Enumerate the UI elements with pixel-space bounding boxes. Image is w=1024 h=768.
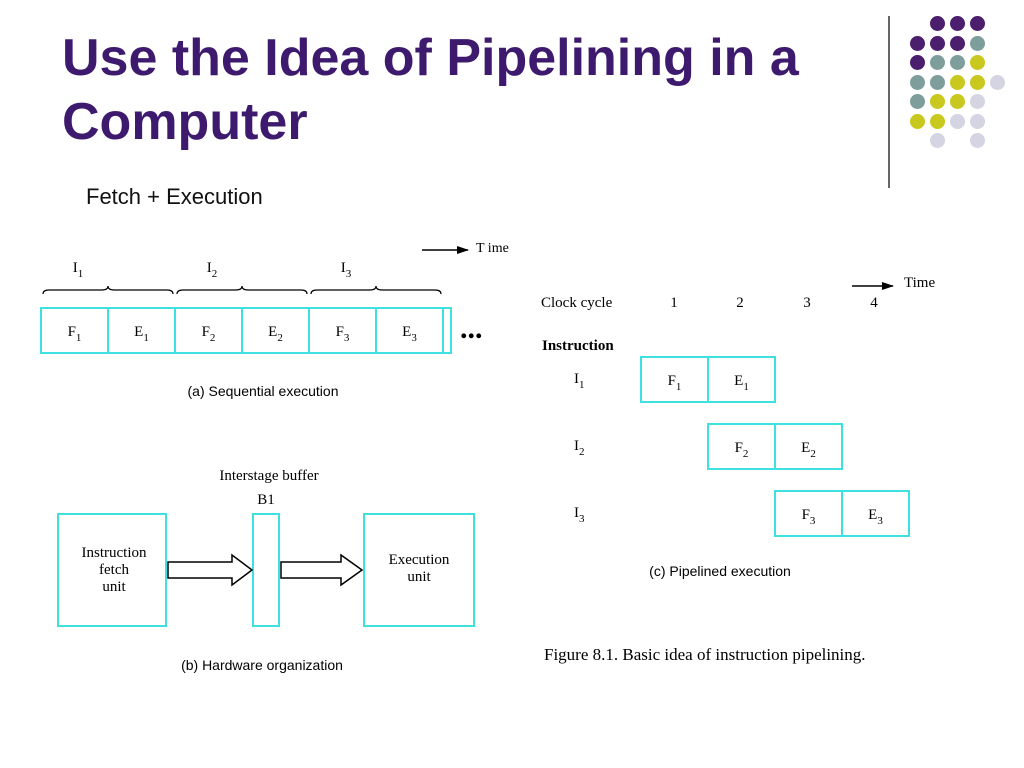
caption-hardware: (b) Hardware organization [181,657,343,673]
sequential-cell-label: E3 [402,324,417,344]
sequential-strip [40,307,452,354]
decorative-dot [950,74,965,90]
continuation-dots: ... [460,312,483,345]
decorative-dot [930,16,945,31]
sequential-instruction-label: I3 [341,260,352,280]
sequential-instruction-label: I1 [73,260,84,280]
pipeline-row: I2 F2 E2 [574,423,843,470]
fetch-unit-label: unit [102,579,126,595]
pipeline-stage-box [707,356,776,403]
title-divider [888,16,890,188]
interstage-buffer-label: Interstage buffer [219,468,318,484]
clock-cycle-number: 3 [803,295,811,311]
decorative-dot [910,55,925,70]
fetch-unit-label: Instruction [82,545,147,561]
decorative-dot [970,133,985,148]
decorative-dot [970,94,985,109]
sequential-cell-label: F3 [336,324,350,344]
sequential-cell-label: F1 [68,324,82,344]
sequential-cell-label: F2 [202,324,216,344]
sequential-cell-label: E2 [268,324,283,344]
decorative-dot [950,16,965,31]
decorative-dot [910,35,925,51]
caption-sequential: (a) Sequential execution [188,383,339,399]
clock-cycle-number: 4 [870,295,878,311]
buffer-to-execution-arrow [280,553,364,587]
sequential-execution-diagram: T ime I1 I2 I3 F1 E1 F2 E2 F3 E3 ... (a) Sequen… [40,241,509,399]
decorative-dot [970,35,985,51]
fetch-to-buffer-arrow [167,553,254,587]
caption-pipelined: (c) Pipelined execution [649,563,791,579]
instruction-brace [310,285,442,295]
slide-title: Use the Idea of Pipelining in a Computer [62,29,799,151]
execution-unit-box [363,513,475,627]
instruction-header: Instruction [542,338,614,354]
decorative-dot [970,55,985,70]
decorative-dot [910,94,925,109]
pipeline-row: I3 F3 E3 [574,490,910,537]
decorative-dot [970,74,985,90]
decorative-dot [910,113,925,129]
execution-unit-label: unit [407,569,431,585]
clock-cycle-number: 2 [736,295,744,311]
decorative-dot [950,94,965,109]
decorative-dot [970,16,985,31]
instruction-fetch-unit-box [57,513,167,627]
decorative-dot [930,133,945,148]
pipeline-instruction-label: I3 [574,505,585,525]
time-label: T ime [476,241,509,256]
execution-unit-label: Execution [389,552,450,568]
sequential-cell-label: E1 [134,324,149,344]
figure-caption: Figure 8.1. Basic idea of instruction pi… [544,645,866,664]
decorative-dot [930,35,945,51]
decorative-dot [970,113,985,129]
sequential-instruction-label: I2 [207,260,218,280]
pipelined-execution-diagram: Time Clock cycle 1 2 3 4 Instruction I1 F1 E1… [541,275,935,579]
pipeline-stage-label: F1 [668,373,682,393]
time-label-pipelined: Time [904,275,935,291]
decorative-dot [950,113,965,129]
decorative-dot [930,74,945,90]
instruction-brace [176,285,308,295]
buffer-name: B1 [257,492,275,508]
pipeline-stage-label: F3 [802,507,816,527]
pipeline-row: I1 F1 E1 [574,356,776,403]
fetch-unit-label: fetch [99,562,129,578]
hardware-organization-diagram: Interstage buffer B1 Instructionfetchuni… [57,468,475,673]
pipeline-stage-label: E1 [734,373,749,393]
pipeline-instruction-label: I2 [574,438,585,458]
pipeline-stage-label: E2 [801,440,816,460]
decorative-dot [950,35,965,51]
clock-cycle-label: Clock cycle [541,295,613,311]
decorative-dot [950,55,965,70]
decorative-dot [910,74,925,90]
decorative-dot [990,74,1005,90]
pipeline-stage-box [774,423,843,470]
decorative-dot [930,55,945,70]
interstage-buffer-box [252,513,280,627]
instruction-brace [42,285,174,295]
pipeline-stage-label: F2 [735,440,749,460]
decorative-dot [930,94,945,109]
slide-subtitle: Fetch + Execution [86,184,263,209]
pipeline-stage-box [841,490,910,537]
decorative-dot [930,113,945,129]
pipeline-instruction-label: I1 [574,371,585,391]
pipeline-stage-label: E3 [868,507,883,527]
clock-cycle-number: 1 [670,295,678,311]
